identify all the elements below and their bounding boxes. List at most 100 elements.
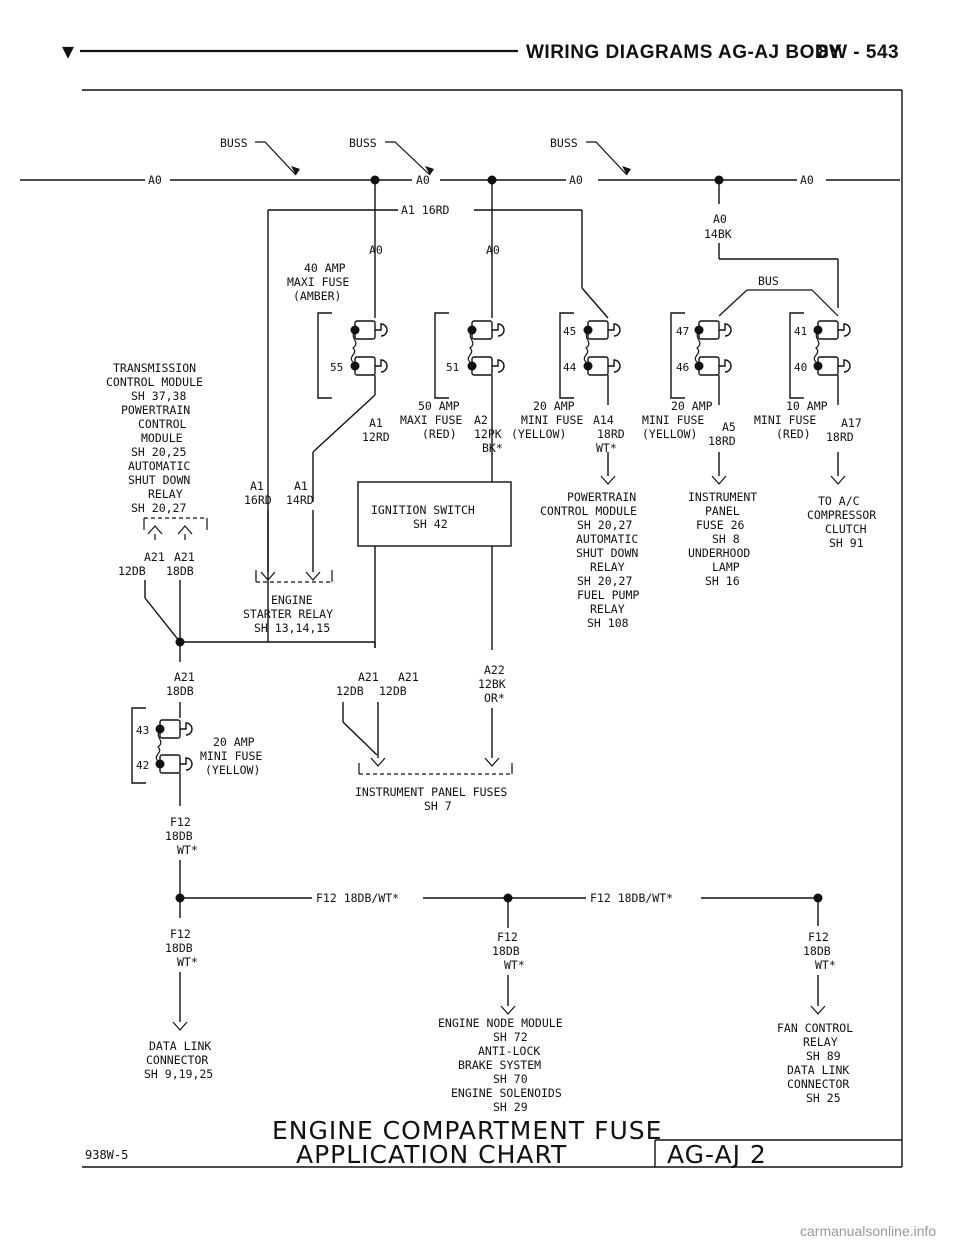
wire-label: BK* [482,441,503,455]
component-label: CONNECTOR [787,1077,849,1091]
component-label: TRANSMISSION [113,361,196,375]
pin-number: 40 [794,361,807,374]
bus-label: A0 [800,173,814,187]
watermark-text: carmanualsonline.info [800,1223,936,1239]
fuse-color: (RED) [776,427,811,441]
wire-label: A1 [369,416,383,430]
component-label: CONTROL MODULE [540,504,637,518]
component-label: INSTRUMENT [688,490,757,504]
drop-data-link-connector: F12 18DB WT* DATA LINK CONNECTOR SH 9,19… [144,927,213,1081]
bus-label: A0 [148,173,162,187]
component-label: ENGINE SOLENOIDS [451,1086,562,1100]
fuse-20a-mini-a14: 45 44 20 AMP MINI FUSE (YELLOW) [511,312,621,485]
wire-label: 18RD [597,427,625,441]
chart-title-line2: APPLICATION CHART [296,1140,567,1169]
wire-label: 12PK [474,427,502,441]
component-label: SH 20,27 [577,574,632,588]
component-label: SH 25 [806,1091,841,1105]
bus-label: A0 [569,173,583,187]
component-label: SH 70 [493,1072,528,1086]
fuse-type: MAXI FUSE [400,413,462,427]
component-label: FUSE 26 [696,518,745,532]
wire-label: A5 [722,420,736,434]
fuse-40a-maxi: 40 AMP MAXI FUSE (AMBER) 55 [287,261,388,502]
wire-label: A0 [369,243,383,257]
transmission-control-module-block: TRANSMISSION CONTROL MODULE SH 37,38 POW… [106,361,376,662]
header-page-number: 8W - 543 [818,42,899,63]
f12-bus: F12 18DB/WT* F12 18DB/WT* [175,891,823,928]
fuse-color: (YELLOW) [642,427,697,441]
wire-label: 18RD [708,434,736,448]
pin-number: 46 [676,361,689,374]
component-label: SH 16 [705,574,740,588]
engine-starter-relay-block: A1 A1 16RD 14RD ENGINE STARTER RELAY SH … [243,479,333,635]
wire-label: 18RD [826,430,854,444]
pin-number: 44 [563,361,577,374]
wire-label: A0 [486,243,500,257]
wire-label: 14RD [286,493,314,507]
wire-label: 16RD [244,493,272,507]
component-label: SH 29 [493,1100,528,1114]
component-label: ENGINE [271,593,313,607]
pin-number: 51 [446,361,459,374]
drop-engine-node-module: F12 18DB WT* ENGINE NODE MODULE SH 72 AN… [438,930,563,1114]
fuse-rating: 20 AMP [671,399,713,413]
fuse-type: MINI FUSE [754,413,816,427]
component-label: CLUTCH [825,522,867,536]
wire-label: 18DB [166,564,194,578]
component-label: CONTROL MODULE [106,375,203,389]
component-label: LAMP [712,560,740,574]
component-label: SH 13,14,15 [254,621,330,635]
chart-footer: ENGINE COMPARTMENT FUSE APPLICATION CHAR… [85,1116,902,1169]
wire-label: 14BK [704,227,732,241]
wire-label: F12 [497,930,518,944]
wire-label: A1 [250,479,264,493]
pin-number: 41 [794,325,807,338]
component-label: SH 72 [493,1030,528,1044]
wire-label: OR* [484,691,505,705]
component-label: RELAY [803,1035,838,1049]
component-label: SHUT DOWN [576,546,638,560]
component-label: SH 20,25 [131,445,186,459]
component-label: SH 8 [712,532,740,546]
component-label: DATA LINK [149,1039,211,1053]
fuse-type: MINI FUSE [642,413,704,427]
wire-a1-16rd-feed: A1 16RD A0 A0 [267,180,609,642]
buss-label: BUSS [550,136,578,150]
component-label: SH 108 [587,616,629,630]
diagram-border [82,89,903,1168]
fuse-type: MAXI FUSE [287,275,349,289]
wire-label: A21 [398,670,419,684]
wire-label: WT* [177,955,198,969]
component-label: CONNECTOR [146,1053,208,1067]
component-label: STARTER RELAY [243,607,333,621]
pin-number: 43 [136,724,149,737]
fuse-output-wire-labels: A1 12RD A2 12PK BK* A14 18RD WT* A5 18RD… [362,413,862,455]
component-label: AUTOMATIC [128,459,190,473]
page-header: ▼ WIRING DIAGRAMS AG-AJ BODY 8W - 543 [62,39,899,63]
component-label: POWERTRAIN [567,490,636,504]
component-label: RELAY [590,602,625,616]
fuse-10a-mini-a17: 41 40 10 AMP MINI FUSE (RED) [754,312,851,485]
wire-label: A21 [174,550,195,564]
fuse-rating: 40 AMP [304,261,346,275]
wire-label: 18DB [165,941,193,955]
ac-compressor-block: TO A/C COMPRESSOR CLUTCH SH 91 [807,494,876,550]
component-label: SH 7 [424,799,452,813]
drop-fan-control-relay: F12 18DB WT* FAN CONTROL RELAY SH 89 DAT… [777,930,853,1105]
component-label: SH 89 [806,1049,841,1063]
pcm-asd-fuel-pump-block: POWERTRAIN CONTROL MODULE SH 20,27 AUTOM… [540,490,639,630]
wire-label: WT* [177,843,198,857]
component-label: PANEL [705,504,740,518]
wire-label: A1 16RD [401,203,450,217]
component-label: INSTRUMENT PANEL FUSES [355,785,507,799]
bus-label: BUS [758,274,779,288]
component-label: FAN CONTROL [777,1021,853,1035]
component-label: SH 37,38 [131,389,186,403]
pin-number: 45 [563,325,576,338]
drawing-code: 938W-5 [85,1148,128,1162]
component-label: MODULE [141,431,183,445]
instrument-panel-fuse-block: INSTRUMENT PANEL FUSE 26 SH 8 UNDERHOOD … [688,490,757,588]
wire-label: A22 [484,663,505,677]
